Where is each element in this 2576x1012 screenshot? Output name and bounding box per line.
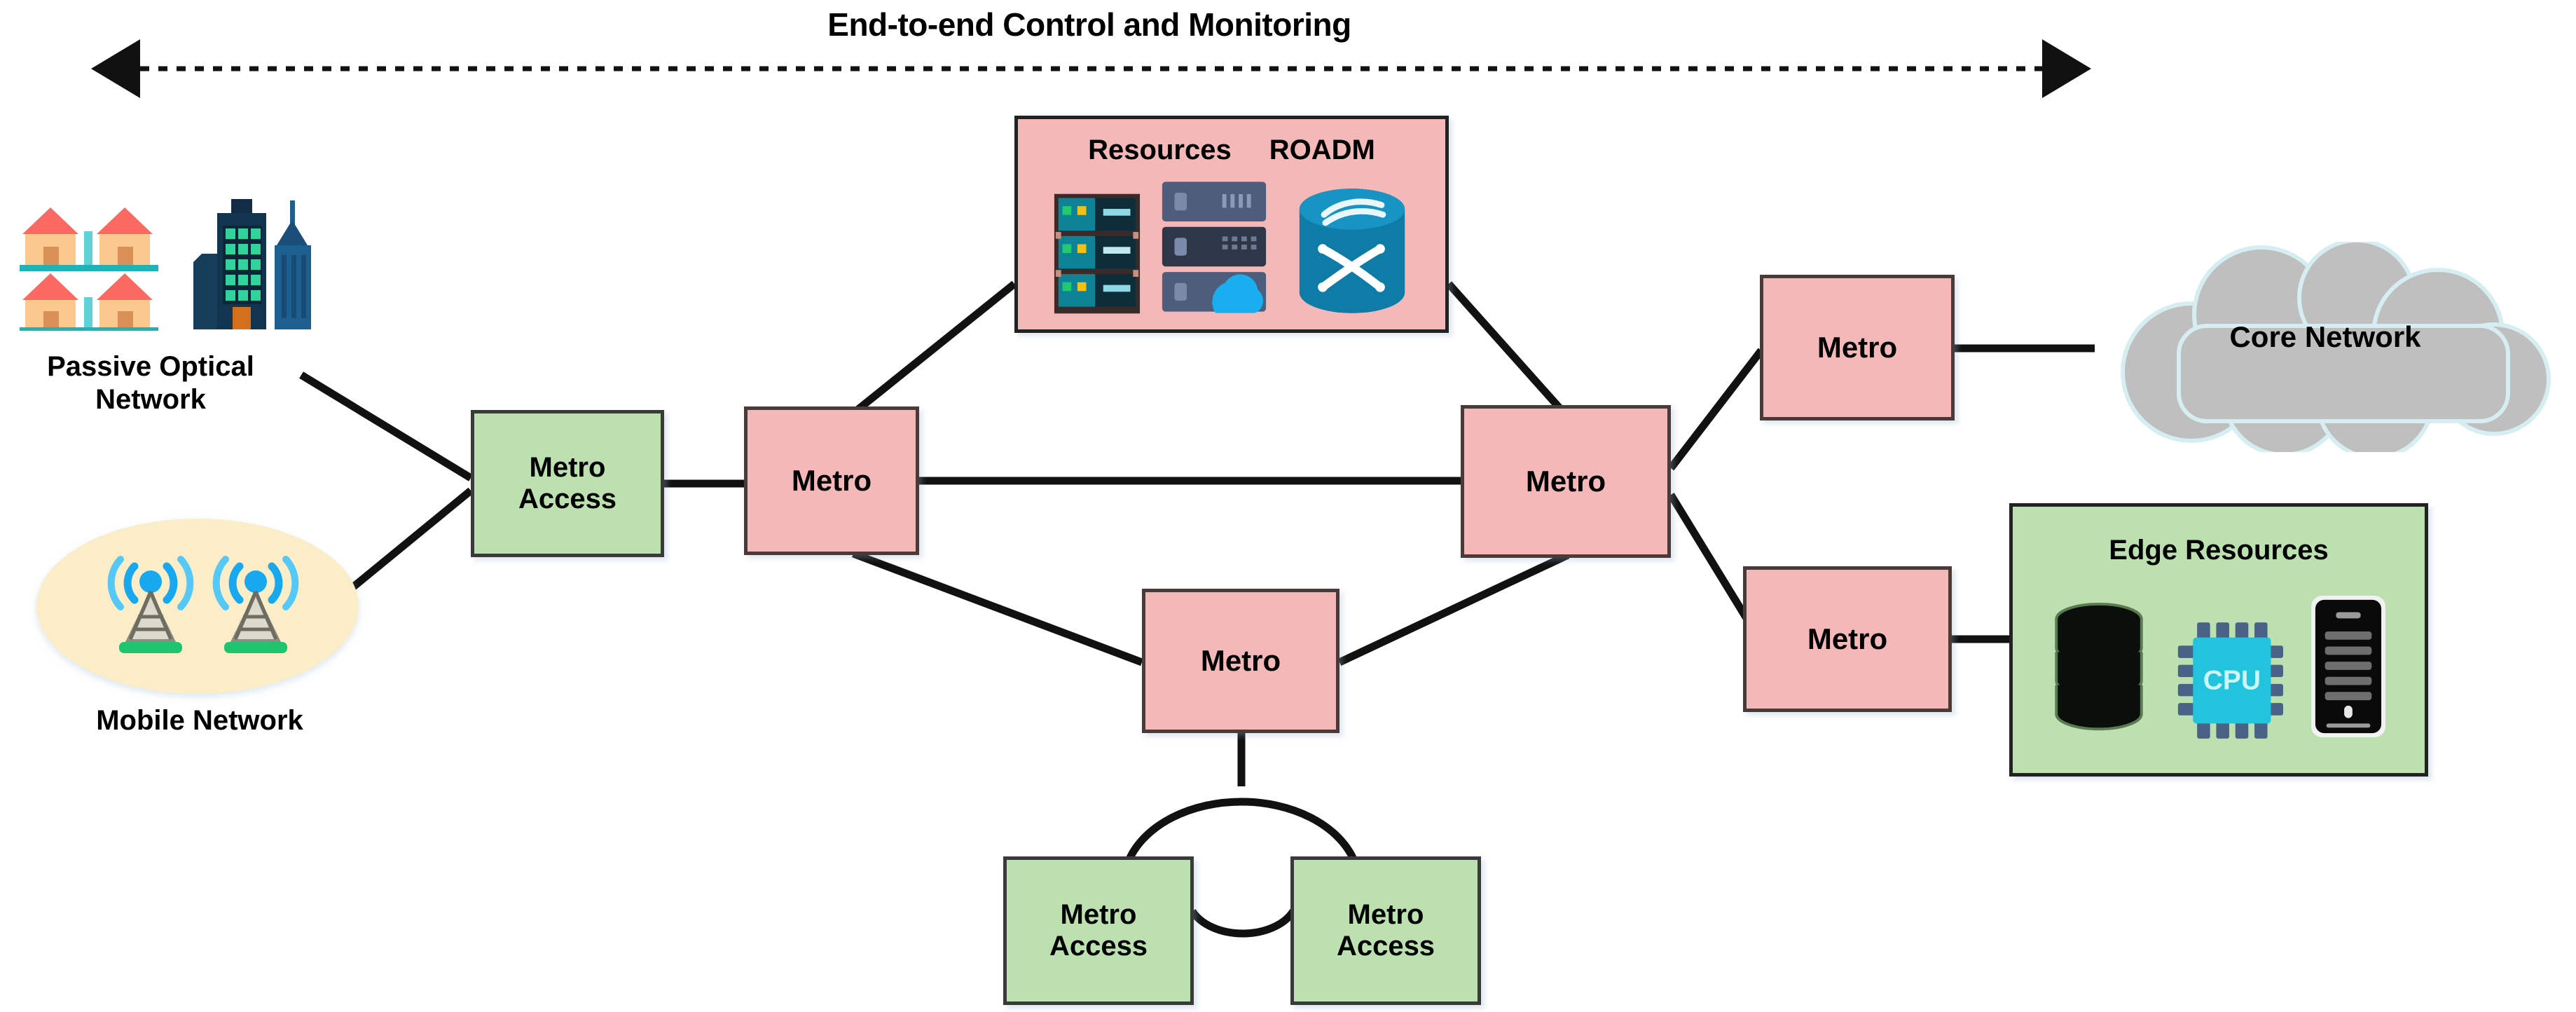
cell-tower-icon <box>98 547 203 659</box>
mobile-network-caption: Mobile Network <box>28 704 371 737</box>
node-label-line1: Metro <box>1525 465 1606 498</box>
edge-resources-panel[interactable]: Edge Resources <box>2009 503 2428 777</box>
svg-text:CPU: CPU <box>2203 666 2261 696</box>
node-metro-access-bottom-left[interactable]: Metro Access <box>1003 856 1194 1005</box>
node-label-line1: Metro <box>1807 622 1888 656</box>
passive-optical-network-caption: Passive Optical Network <box>0 350 301 416</box>
resources-roadm-panel[interactable]: Resources ROADM <box>1014 116 1449 333</box>
server-tower-icon <box>2310 594 2387 742</box>
node-label-line2: Access <box>1336 931 1435 962</box>
pon-caption-line1: Passive Optical <box>47 351 254 382</box>
node-label-line2: Access <box>1049 931 1148 962</box>
roadm-heading: ROADM <box>1269 135 1375 165</box>
node-label-line1: Metro <box>1817 331 1898 364</box>
node-label-line1: Metro <box>1200 644 1281 678</box>
node-label-line1: Metro <box>529 452 606 484</box>
cpu-chip-icon: CPU <box>2174 622 2283 742</box>
roadm-switch-icon <box>1294 186 1410 320</box>
page-title: End-to-end Control and Monitoring <box>827 6 1351 43</box>
cell-tower-icon <box>203 547 308 659</box>
server-rack-icon <box>1053 191 1141 320</box>
core-network-cloud[interactable]: Core Network <box>2074 238 2576 460</box>
node-label-line1: Metro <box>1347 899 1424 931</box>
node-metro-3[interactable]: Metro <box>1142 589 1339 733</box>
node-label-line1: Metro <box>791 464 872 498</box>
pon-caption-line2: Network <box>95 384 206 416</box>
mobile-caption-line1: Mobile Network <box>96 705 303 736</box>
node-metro-1[interactable]: Metro <box>744 406 919 555</box>
node-metro-4[interactable]: Metro <box>1760 275 1955 420</box>
node-label-line1: Metro <box>1060 899 1137 931</box>
node-metro-access-left[interactable]: Metro Access <box>471 410 664 557</box>
houses-icon <box>14 198 163 333</box>
core-network-label: Core Network <box>2229 320 2421 353</box>
node-metro-5[interactable]: Metro <box>1743 566 1952 712</box>
node-metro-access-bottom-right[interactable]: Metro Access <box>1290 856 1481 1005</box>
city-buildings-icon <box>188 195 336 334</box>
edge-resources-heading: Edge Resources <box>2109 535 2329 566</box>
cloud-shape-icon <box>2121 238 2551 460</box>
resources-heading: Resources <box>1088 135 1232 165</box>
data-center-cloud-icon <box>1159 179 1269 320</box>
mobile-network-ellipse <box>36 519 359 694</box>
node-metro-2[interactable]: Metro <box>1461 405 1671 558</box>
node-label-line2: Access <box>518 484 617 514</box>
database-stack-icon <box>2051 601 2147 742</box>
